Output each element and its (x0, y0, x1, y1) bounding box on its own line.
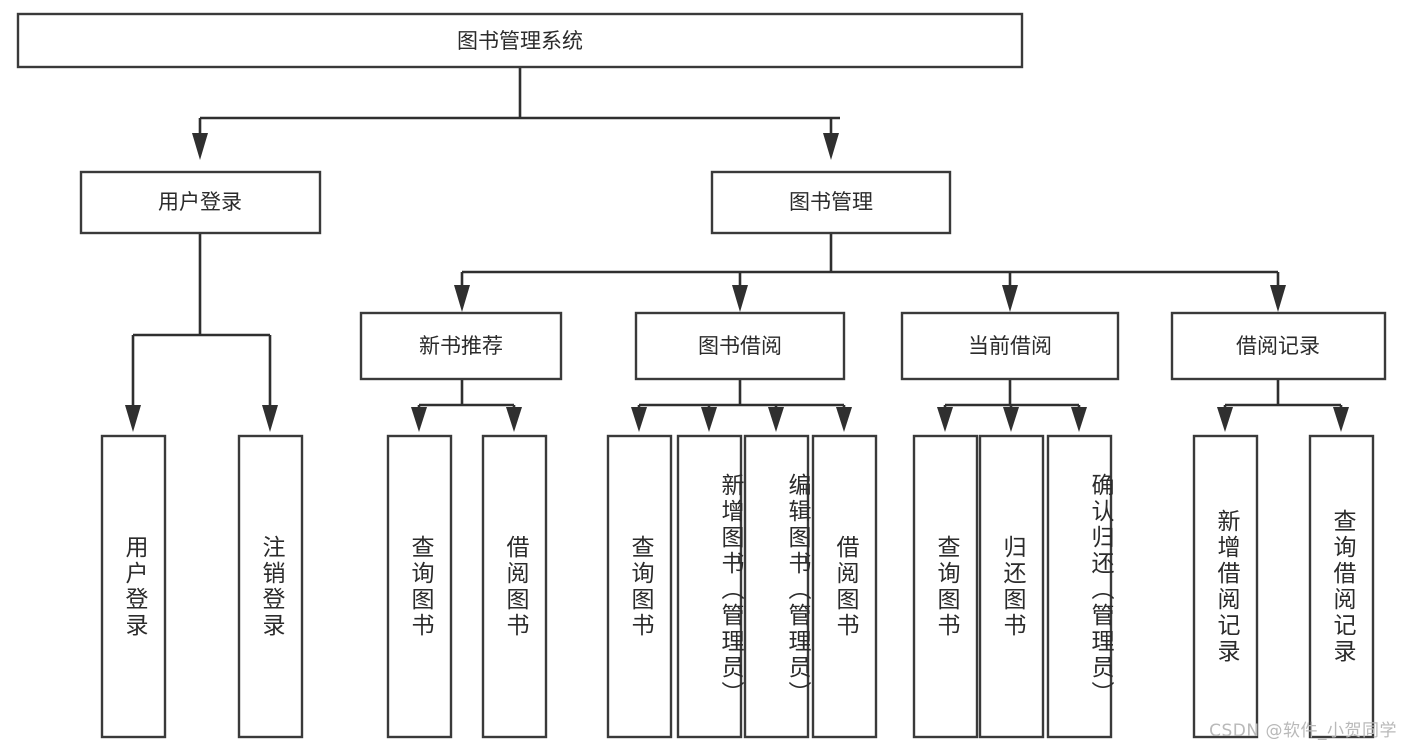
leaf-box-borrow-book-1[interactable] (481, 434, 548, 739)
node-borrow-record[interactable]: 借阅记录 (1170, 311, 1387, 381)
leaf-box-confirm-return[interactable] (1046, 434, 1113, 739)
leaf-box-add-record[interactable] (1192, 434, 1259, 739)
csdn-watermark: CSDN @软件_小贺同学 (1209, 721, 1397, 741)
leaf-box-user-logout[interactable] (237, 434, 304, 739)
node-root-label: 图书管理系统 (457, 29, 583, 53)
node-book-manage[interactable]: 图书管理 (710, 170, 952, 235)
node-current-borrow-label: 当前借阅 (968, 334, 1052, 358)
node-book-borrow-label: 图书借阅 (698, 334, 782, 358)
connector-user-login-to-leaves (125, 233, 278, 432)
connector-book-borrow-to-leaves (631, 379, 852, 432)
node-new-book-recommend-label: 新书推荐 (419, 334, 503, 358)
connector-borrow-record-to-leaves (1217, 379, 1349, 432)
node-root[interactable]: 图书管理系统 (16, 12, 1024, 69)
leaf-box-borrow-book-2[interactable] (811, 434, 878, 739)
node-user-login-label: 用户登录 (158, 190, 242, 214)
connector-current-borrow-to-leaves (937, 379, 1087, 432)
connector-new-book-to-leaves (411, 379, 522, 432)
node-borrow-record-label: 借阅记录 (1236, 334, 1320, 358)
leaf-box-user-login[interactable] (100, 434, 167, 739)
node-book-manage-label: 图书管理 (789, 190, 873, 214)
leaf-box-query-book-1[interactable] (386, 434, 453, 739)
leaf-box-query-record[interactable] (1308, 434, 1375, 739)
leaf-box-return-book[interactable] (978, 434, 1045, 739)
leaf-boxes (100, 434, 1375, 739)
node-current-borrow[interactable]: 当前借阅 (900, 311, 1120, 381)
node-book-borrow[interactable]: 图书借阅 (634, 311, 846, 381)
node-user-login[interactable]: 用户登录 (79, 170, 322, 235)
leaf-box-add-book[interactable] (676, 434, 743, 739)
leaf-box-query-book-2[interactable] (606, 434, 673, 739)
leaf-box-edit-book[interactable] (743, 434, 810, 739)
connector-book-manage-to-level3 (454, 233, 1286, 312)
connector-root-to-level2 (192, 67, 840, 160)
node-new-book-recommend[interactable]: 新书推荐 (359, 311, 563, 381)
leaf-box-query-book-3[interactable] (912, 434, 979, 739)
